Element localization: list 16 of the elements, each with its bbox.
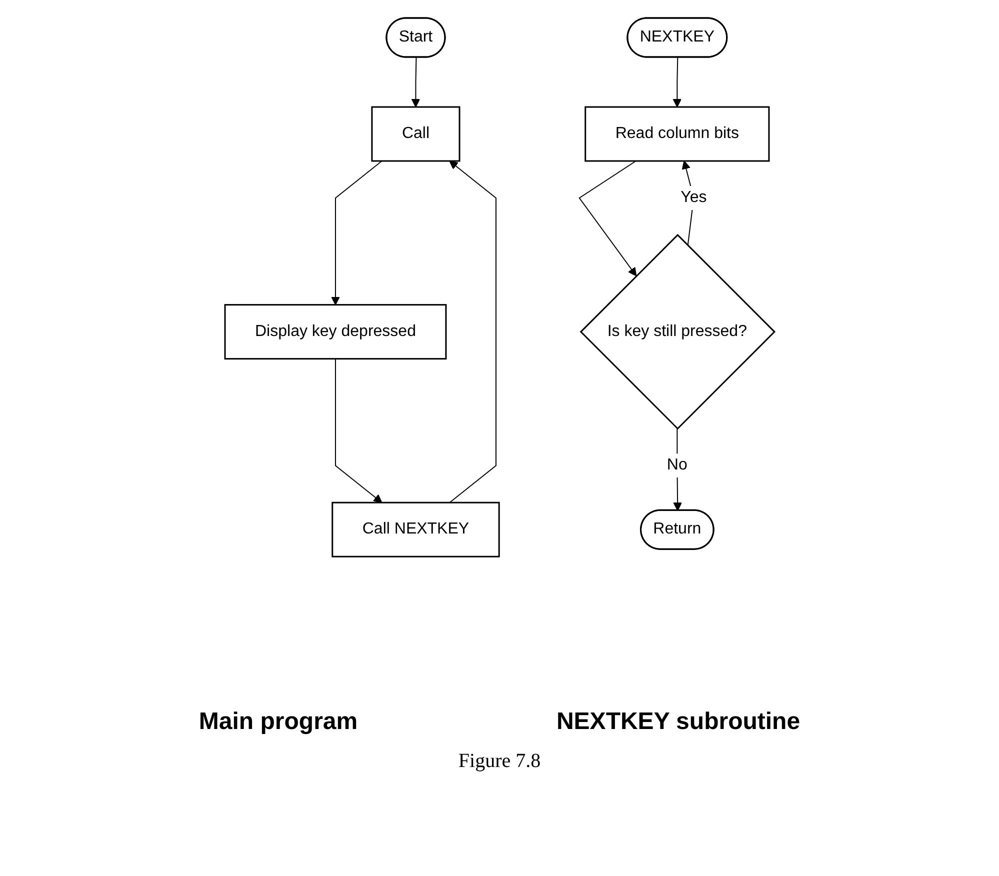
node-box: Call <box>370 106 460 162</box>
figure-caption: Figure 7.8 <box>458 750 541 773</box>
arrow <box>448 160 496 504</box>
arrow <box>578 160 636 276</box>
edge-label: No <box>666 456 688 474</box>
arrow <box>672 57 682 108</box>
node-box: Display key depressed <box>224 304 446 360</box>
node-box: Read column bits <box>584 106 770 162</box>
flowchart-heading: Main program <box>198 708 358 736</box>
node-diamond: Is key still pressed? <box>580 234 776 430</box>
arrow <box>334 358 382 503</box>
flowchart-heading: NEXTKEY subroutine <box>556 708 800 736</box>
node-box: Call NEXTKEY <box>331 502 500 558</box>
edge-label: Yes <box>680 188 707 206</box>
arrow <box>411 57 420 108</box>
arrow <box>330 160 382 306</box>
